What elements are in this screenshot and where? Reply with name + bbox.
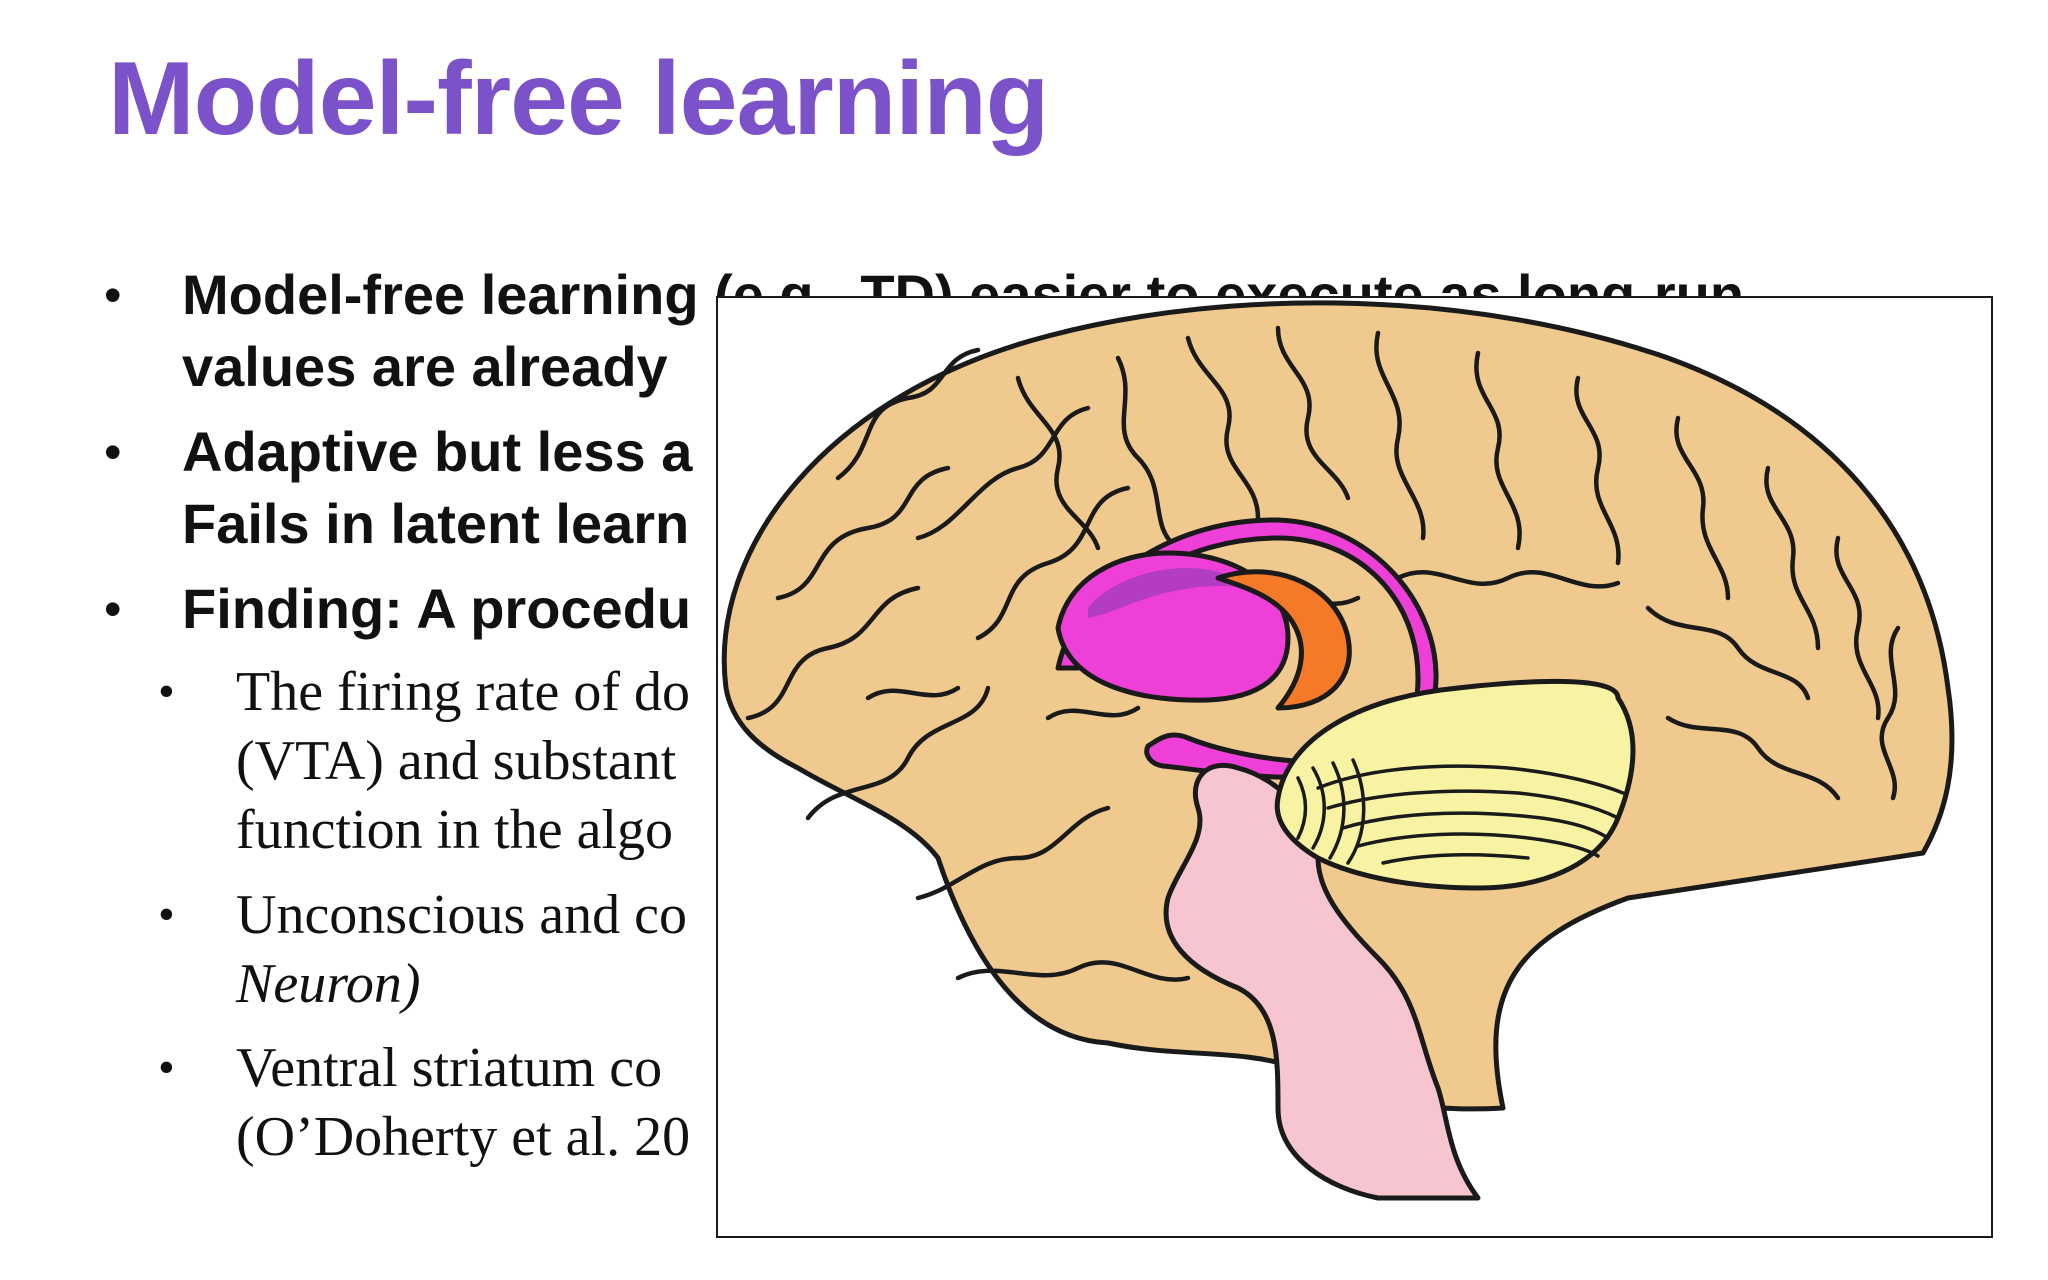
brain-sagittal-illustration-icon	[721, 300, 1955, 1201]
sub-bullet-marker: •	[158, 888, 175, 941]
bullet-3-line-1: Finding: A procedu	[182, 577, 692, 640]
bullet-marker: •	[104, 267, 122, 323]
sub-bullet-2-line-1: Unconscious and co	[236, 884, 688, 946]
bullet-1-line-2: values are already	[182, 335, 668, 398]
brainstem-region	[1163, 762, 1481, 1201]
slide-title: Model-free learning	[108, 41, 1049, 157]
sub-bullet-3-line-2: (O’Doherty et al. 20	[236, 1106, 691, 1168]
bullet-marker: •	[104, 581, 122, 637]
cerebellum-folia	[1296, 758, 1625, 865]
sub-bullet-3-line-1: Ventral striatum co	[236, 1037, 663, 1099]
brain-figure-frame	[716, 296, 1993, 1238]
sub-bullet-2-line-2: Neuron)	[236, 953, 421, 1015]
thalamus-shade	[1088, 568, 1248, 618]
bullet-marker: •	[104, 424, 122, 480]
sub-bullet-1-line-1: The firing rate of do	[236, 661, 691, 723]
sub-bullet-1-line-3: function in the algo	[236, 799, 674, 861]
cortex-region	[721, 300, 1955, 1112]
bullet-2-line-1: Adaptive but less a	[182, 420, 693, 483]
sub-bullet-1-line-2: (VTA) and substant	[236, 730, 677, 792]
striatum-region	[1215, 569, 1352, 711]
bullet-2-line-2: Fails in latent learn	[182, 492, 690, 555]
sub-bullet-marker: •	[158, 665, 175, 718]
sub-bullet-marker: •	[158, 1041, 175, 1094]
cerebellum-region	[1274, 678, 1636, 891]
